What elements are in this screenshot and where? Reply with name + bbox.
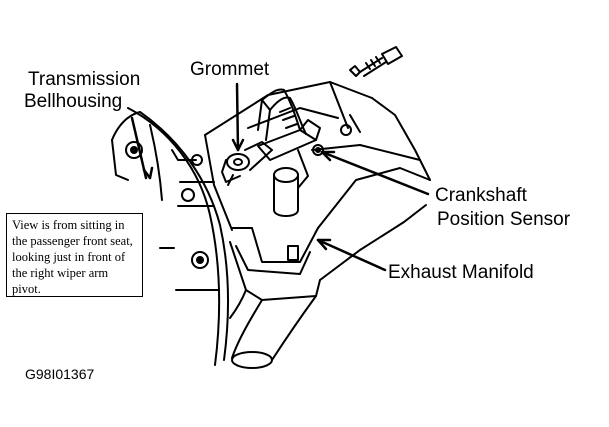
label-exhaust-manifold: Exhaust Manifold <box>388 262 534 283</box>
sensor-bolt <box>349 46 403 77</box>
label-transmission-line1: Transmission <box>28 69 141 90</box>
sensor-wiring <box>257 88 321 161</box>
figure-id: G98I01367 <box>25 366 95 382</box>
label-crankshaft-line2: Position Sensor <box>437 209 571 230</box>
bellhousing-bolts <box>125 141 209 269</box>
exhaust-manifold <box>229 167 431 369</box>
leader-lines <box>130 82 430 272</box>
label-grommet: Grommet <box>190 59 270 80</box>
engine-block-outline <box>204 81 431 231</box>
crankshaft-sensor-body <box>273 144 324 217</box>
label-transmission-line2: Bellhousing <box>24 91 123 112</box>
bellhousing-outline <box>111 107 230 366</box>
view-note-box: View is from sitting in the passenger fr… <box>6 213 143 297</box>
grommet-part <box>221 141 273 186</box>
label-crankshaft-line1: Crankshaft <box>435 185 527 206</box>
